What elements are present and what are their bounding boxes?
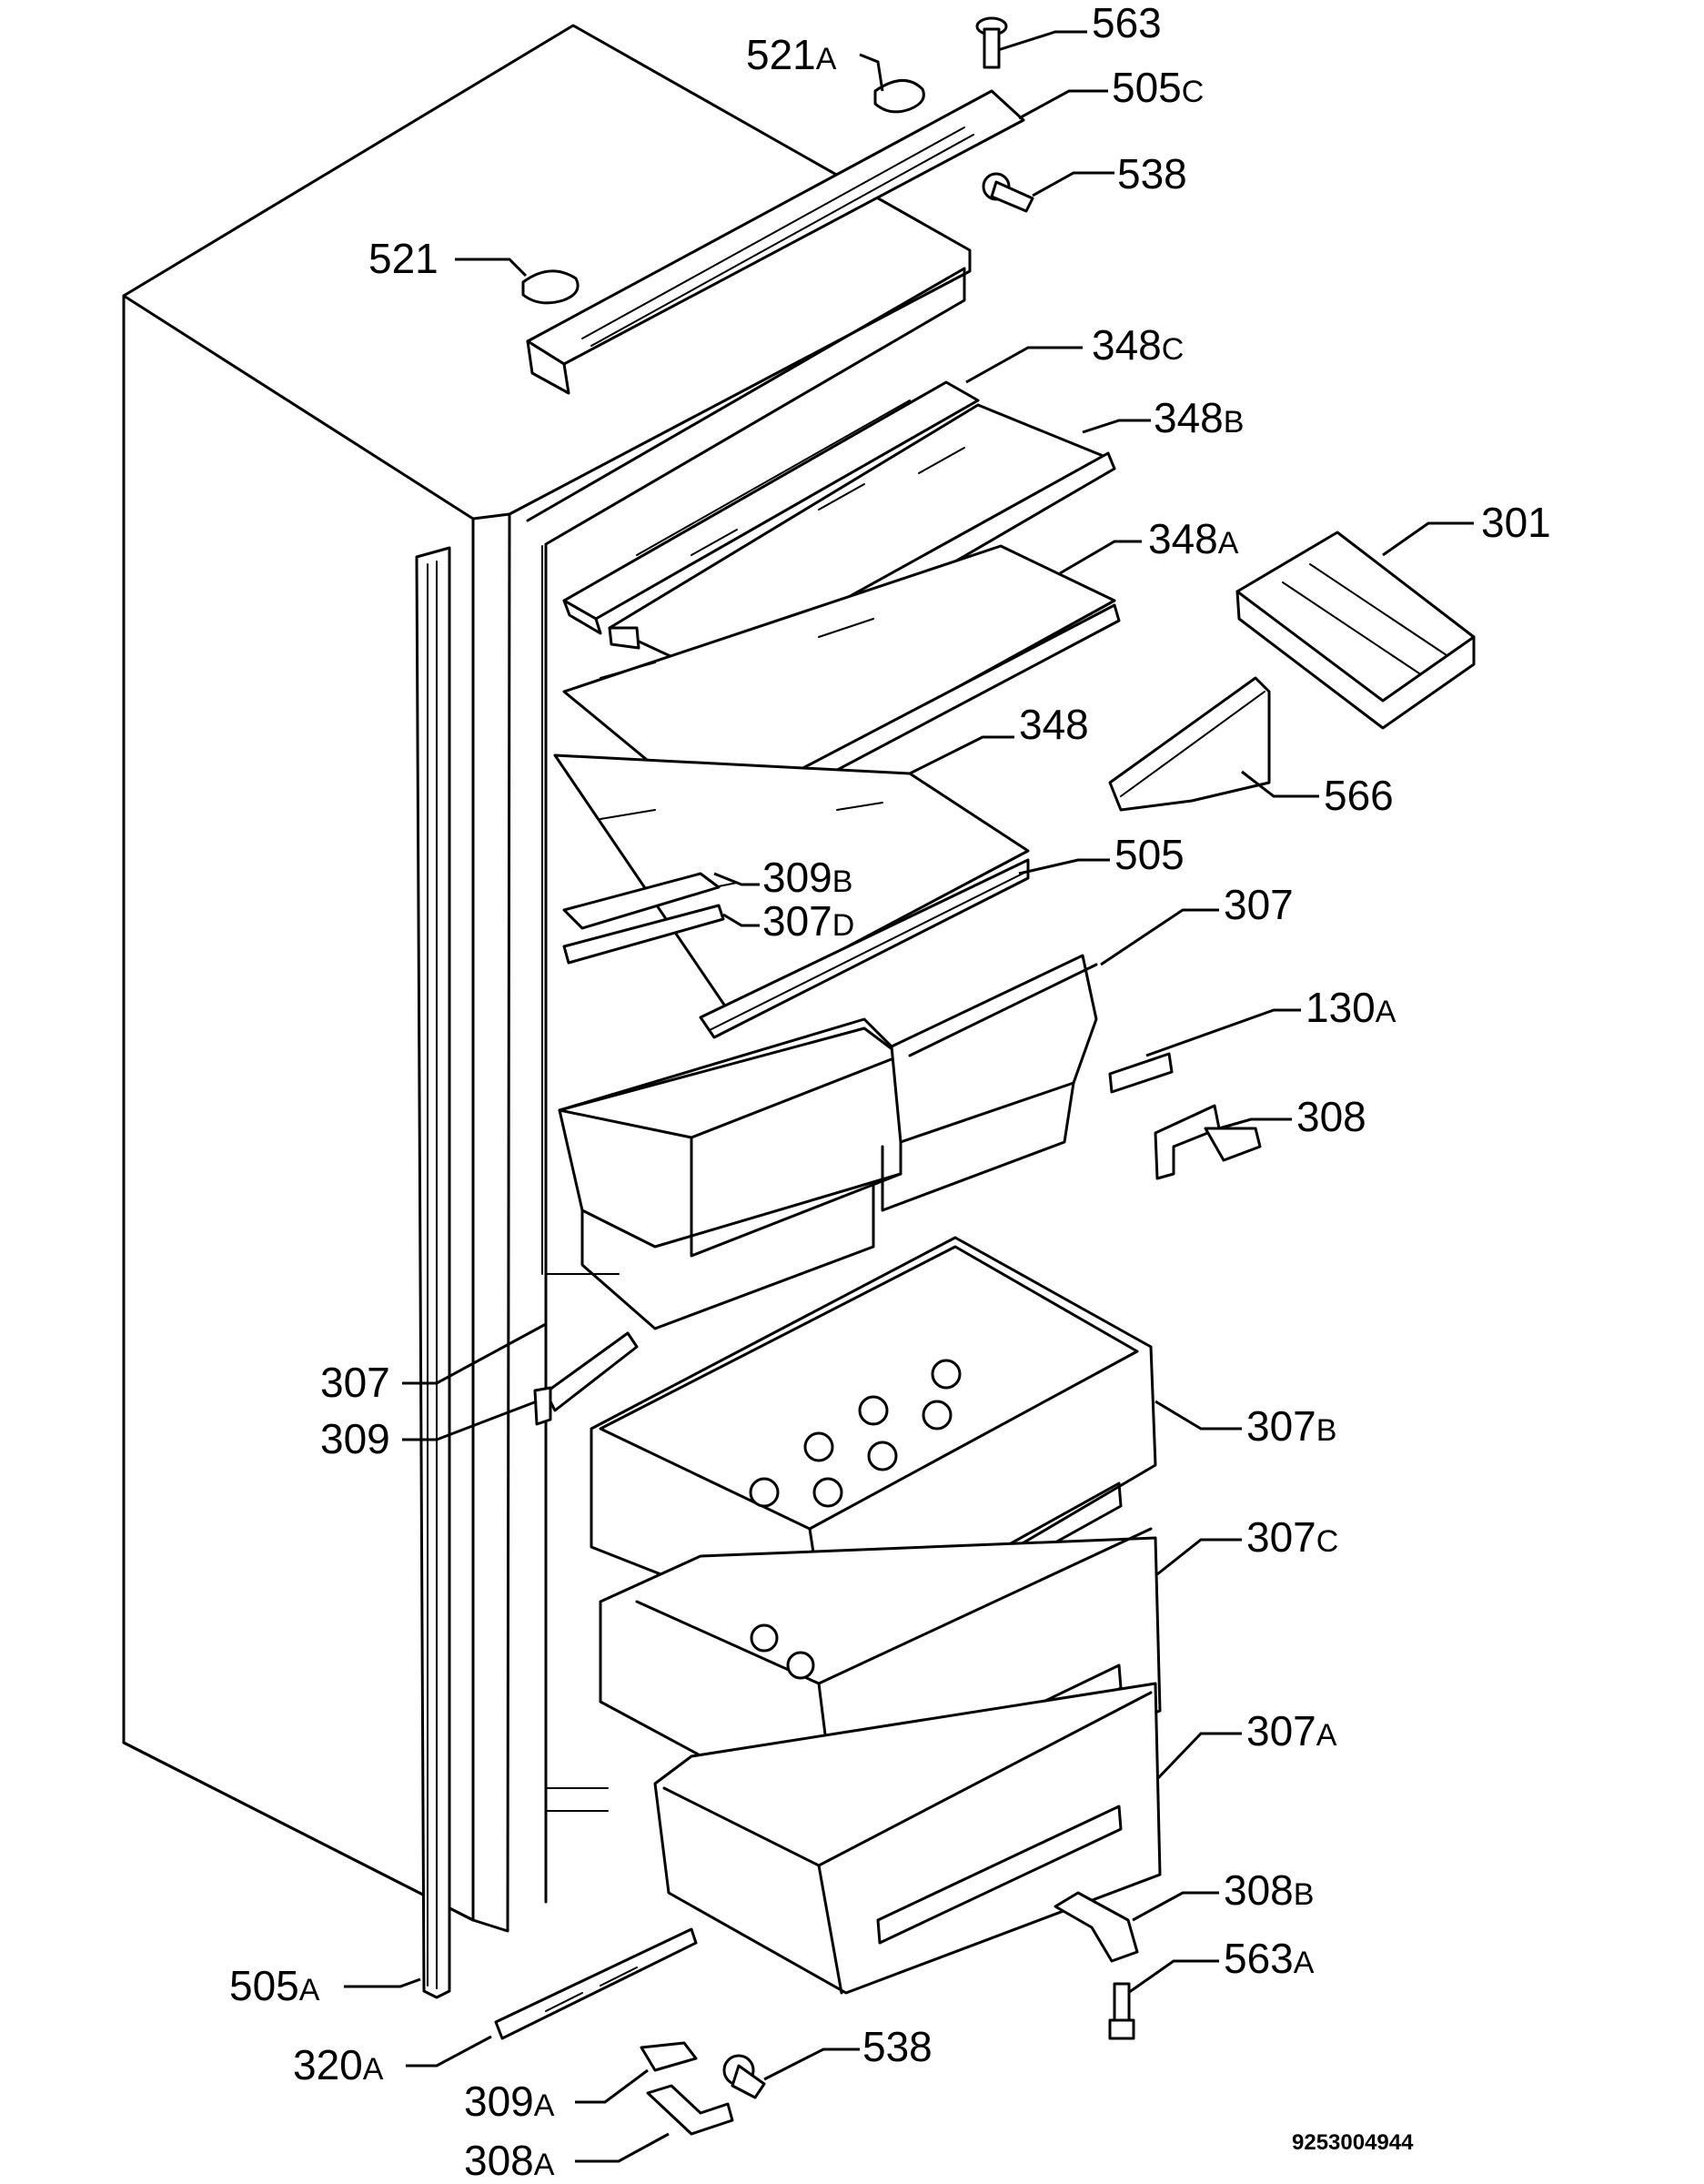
bottom-hinge-bracket-a <box>646 2084 734 2136</box>
label-348c: 348C <box>1092 321 1184 369</box>
label-307c: 307C <box>1246 1513 1338 1561</box>
bottom-cover-cap-a <box>640 2041 698 2072</box>
cabinet-body <box>122 24 972 1933</box>
label-563: 563 <box>1092 0 1162 46</box>
label-307-right: 307 <box>1224 881 1294 928</box>
label-538-bottom: 538 <box>862 2023 933 2070</box>
label-308a: 308A <box>464 2137 555 2184</box>
label-308b: 308B <box>1224 1866 1314 1914</box>
shelf-front-bar <box>699 858 1030 1039</box>
label-307b: 307B <box>1246 1402 1336 1450</box>
part-labels: 563 521A 505C 538 521 348C 348B 301 348A… <box>229 0 1551 2184</box>
label-307d: 307D <box>762 897 854 945</box>
label-309: 309 <box>320 1415 390 1462</box>
freezer-drawer-307a <box>653 1682 1162 1995</box>
label-308: 308 <box>1296 1093 1366 1140</box>
label-307-left: 307 <box>320 1359 390 1406</box>
top-cover-cap-a <box>873 79 925 114</box>
glass-shelf-348c <box>562 380 980 635</box>
hinge-cover-plate <box>1108 1052 1174 1094</box>
ice-cube-tray <box>1235 531 1476 730</box>
top-cover-cap <box>521 269 580 305</box>
label-320a: 320A <box>293 2041 384 2088</box>
label-566: 566 <box>1324 772 1394 819</box>
crisper-drawer-right <box>881 954 1098 1212</box>
label-505: 505 <box>1114 831 1185 878</box>
label-309b: 309B <box>762 854 852 901</box>
label-505c: 505C <box>1112 64 1204 111</box>
bottom-rail <box>494 1927 698 2040</box>
label-521: 521 <box>368 235 439 282</box>
leader-lines <box>344 30 1474 2163</box>
label-505a: 505A <box>229 1962 320 2009</box>
label-538-top: 538 <box>1117 150 1187 197</box>
label-521a: 521A <box>746 31 837 78</box>
door-seal-strip <box>415 546 451 1999</box>
bottom-hinge-pin <box>1108 1982 1135 2040</box>
crisper-drawer-left <box>558 1017 902 1330</box>
label-307a: 307A <box>1246 1707 1337 1754</box>
label-309a: 309A <box>464 2078 555 2125</box>
bottom-hinge-bracket-538 <box>722 2054 766 2099</box>
label-301: 301 <box>1481 499 1551 546</box>
document-code: 9253004944 <box>1292 2130 1414 2155</box>
label-348: 348 <box>1019 701 1089 748</box>
top-rail <box>526 89 1025 395</box>
label-348a: 348A <box>1148 515 1239 562</box>
middle-hinge <box>1154 1104 1262 1180</box>
rear-shelf-support <box>562 872 725 965</box>
top-hinge-pin <box>975 16 1008 69</box>
top-hinge-bracket <box>982 172 1034 213</box>
ice-scraper <box>1108 676 1271 812</box>
bottom-hinge-bracket-b <box>1054 1891 1139 1963</box>
drawer-guide <box>533 1331 639 1426</box>
label-563a: 563A <box>1224 1935 1315 1982</box>
label-348b: 348B <box>1154 394 1244 441</box>
label-130a: 130A <box>1306 984 1396 1031</box>
